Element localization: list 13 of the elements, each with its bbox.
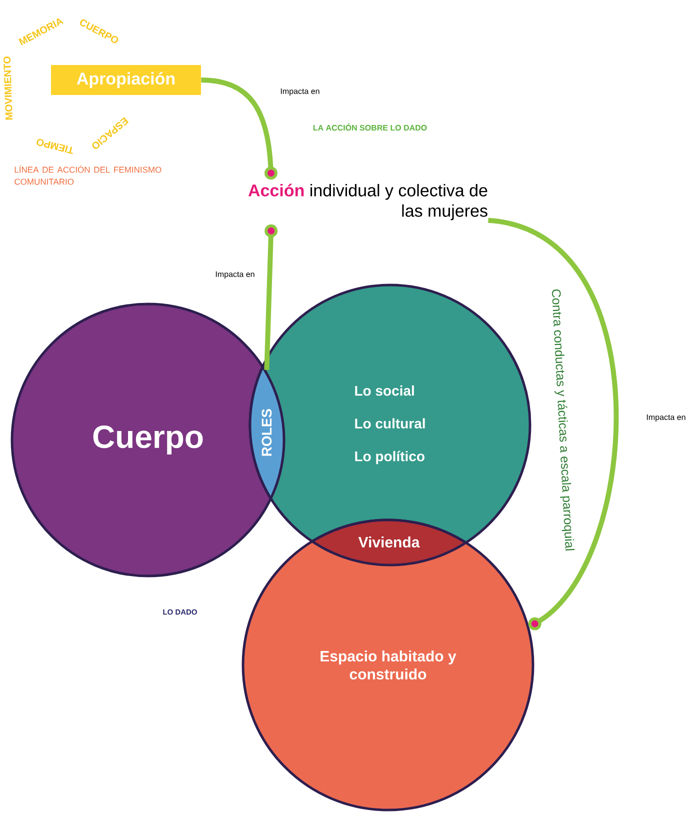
- label-text: Impacta en: [646, 414, 686, 422]
- connector-line: [264, 224, 278, 370]
- connector-line: [488, 218, 618, 630]
- edge-label: Contra conductas y tácticas a escala parroquial: [548, 288, 576, 552]
- heading-text: Acción individual y colectiva de las mujeres: [248, 184, 488, 220]
- ring-word: TIEMPO: [36, 138, 73, 154]
- label-text: Impacta en: [280, 88, 320, 96]
- label-text: LA ACCIÓN SOBRE LO DADO: [313, 123, 427, 131]
- label-box: Apropiación: [51, 65, 201, 95]
- connector-line: [201, 78, 278, 180]
- label-text: Impacta en: [216, 271, 254, 279]
- ring-word: MOVIMIENTO: [3, 56, 13, 120]
- note-text: LÍNEA DE ACCIÓN DEL FEMINISMO COMUNITARIO: [14, 165, 162, 185]
